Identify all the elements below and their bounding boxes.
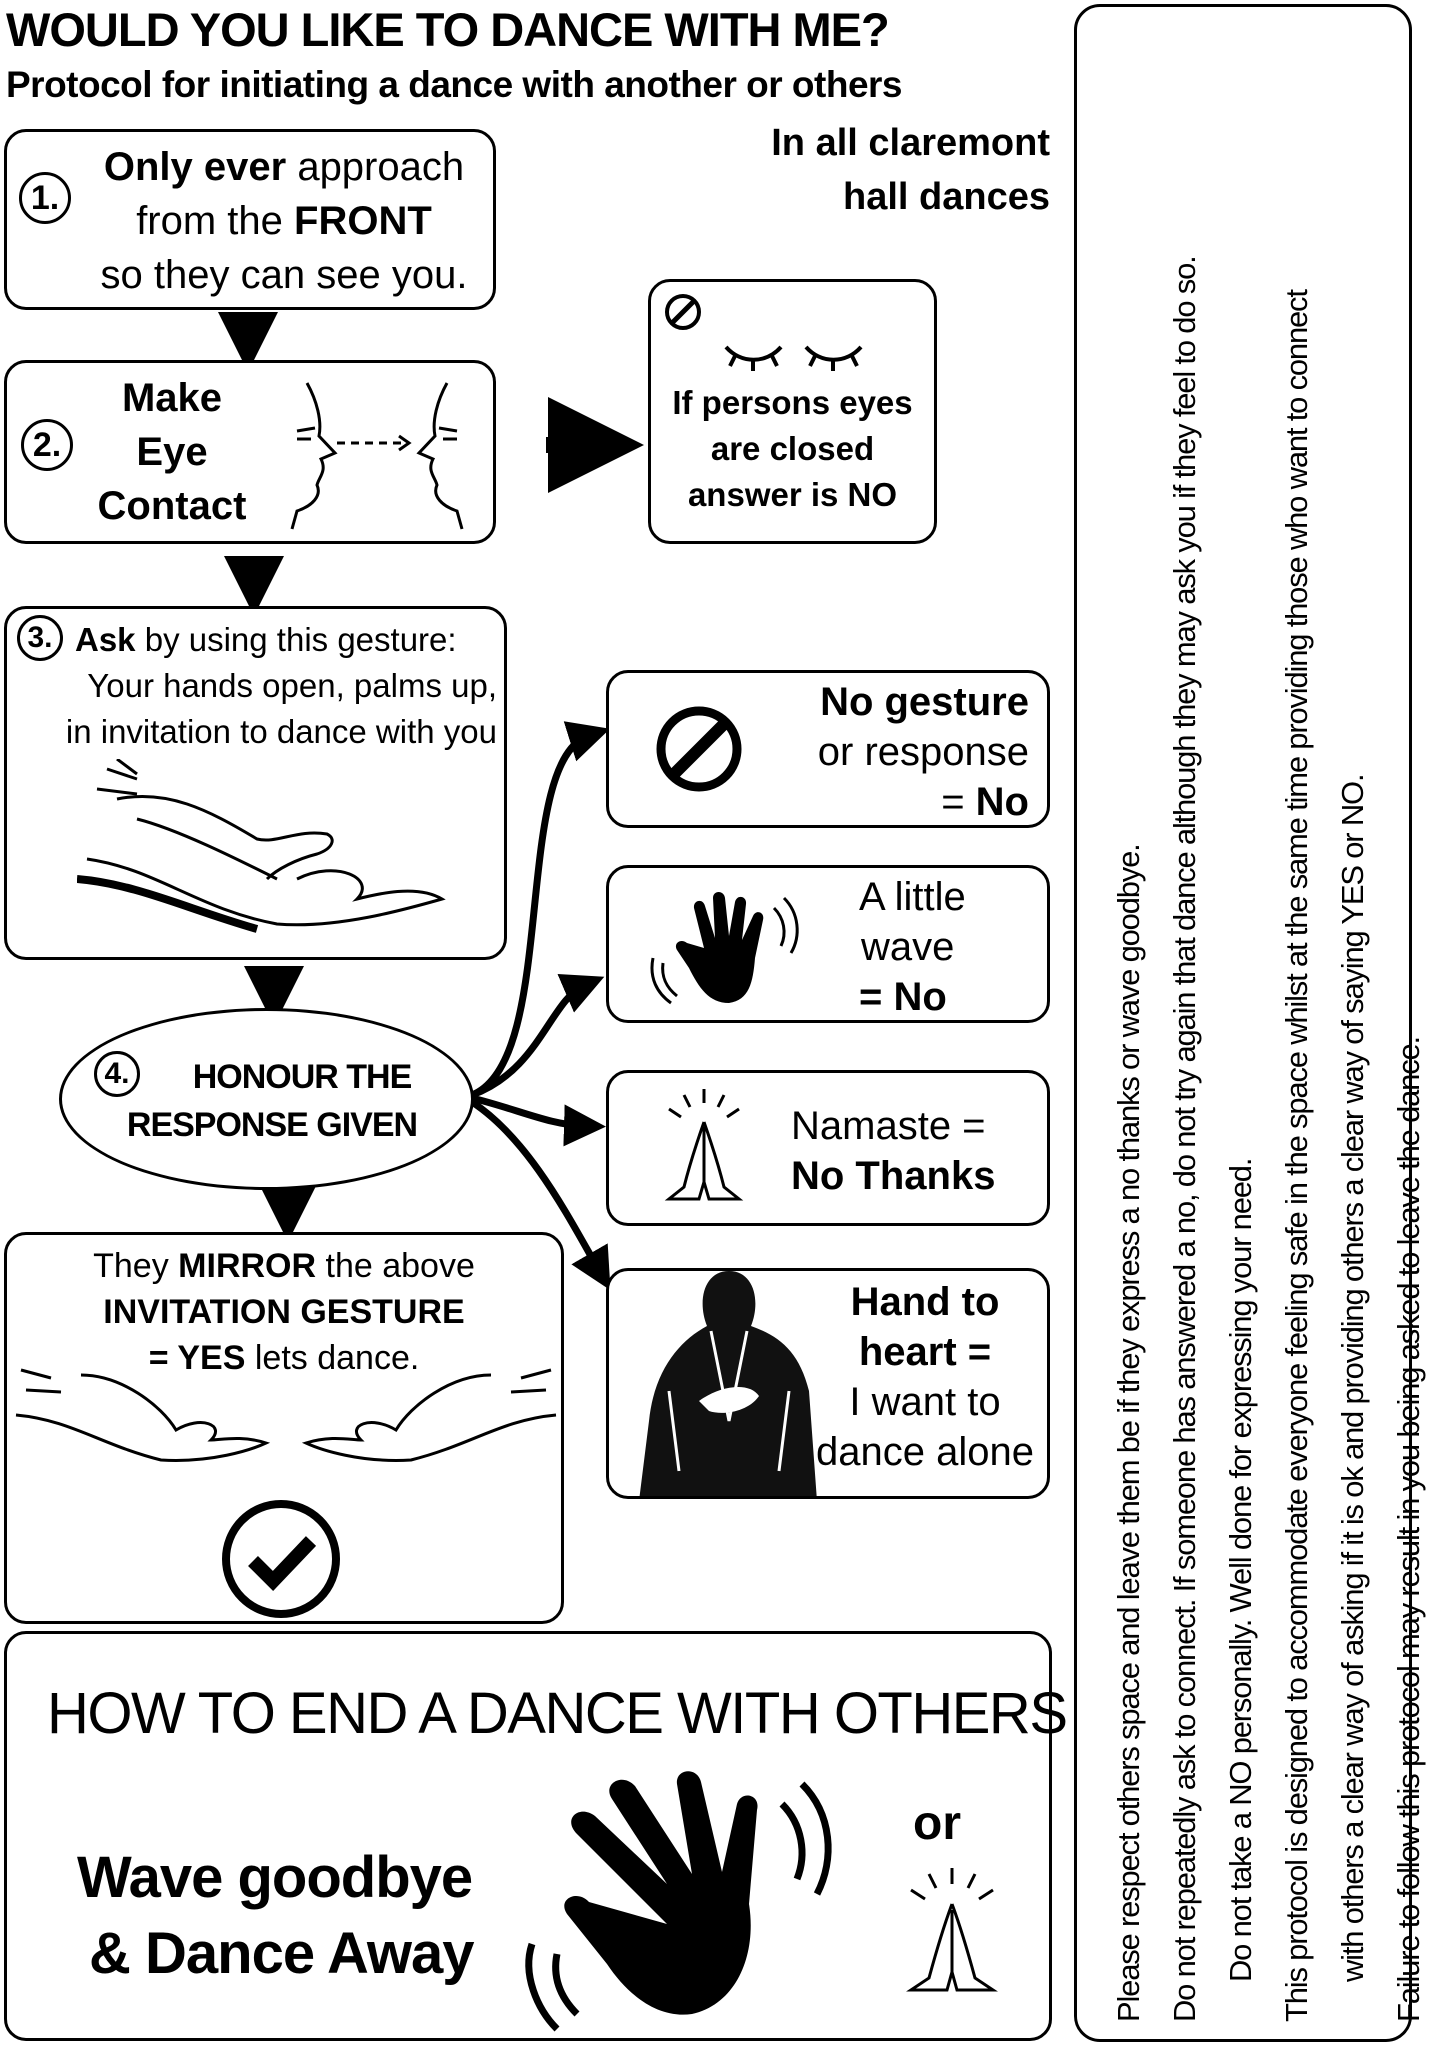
- ending-instruction: Wave goodbye & Dance Away: [77, 1840, 475, 1992]
- waving-hand-icon: [650, 892, 799, 1005]
- text: dance alone: [816, 1430, 1034, 1474]
- text: or response: [817, 730, 1029, 774]
- rule-line: with others a clear way of asking if it …: [1335, 774, 1370, 1982]
- step-3-text: Ask by using this gesture: Your hands op…: [11, 617, 503, 755]
- text-bold: FRONT: [294, 199, 432, 243]
- rule-line: Do not take a NO personally. Well done f…: [1223, 1158, 1258, 1982]
- mirror-yes-box: They MIRROR the above INVITATION GESTURE…: [4, 1232, 564, 1624]
- step-4-text: HONOUR THE RESPONSE GIVEN: [102, 1053, 442, 1149]
- namaste-text: Namaste = No Thanks: [791, 1101, 995, 1201]
- branch-arrow-wave: [470, 974, 605, 1099]
- text: from the: [136, 199, 295, 243]
- venue-line: hall dances: [843, 176, 1050, 218]
- no-gesture-text: No gesture or response = No: [818, 677, 1029, 827]
- step-2-text: Make Eye Contact: [87, 371, 257, 533]
- text-bold: No: [975, 780, 1029, 824]
- step-number: 1.: [19, 172, 71, 224]
- text: I want to: [849, 1380, 1001, 1424]
- branch-arrow-no-gesture: [470, 721, 611, 1099]
- prohibited-icon: [656, 706, 742, 792]
- step-1-box: 1. Only ever approach from the FRONT so …: [4, 129, 496, 310]
- text: wave: [861, 925, 955, 969]
- step-1-text: Only ever approach from the FRONT so the…: [79, 140, 489, 302]
- text: HONOUR THE: [192, 1058, 413, 1096]
- response-namaste-box: Namaste = No Thanks: [606, 1070, 1050, 1226]
- text: by using this gesture:: [135, 621, 457, 658]
- text: so they can see you.: [100, 253, 468, 297]
- eyes-closed-text: If persons eyes are closed answer is NO: [651, 380, 934, 518]
- mirror-text: They MIRROR the above INVITATION GESTURE…: [7, 1243, 561, 1381]
- namaste-hands-icon: [664, 1089, 744, 1201]
- rules-panel: Please respect others space and leave th…: [1074, 4, 1426, 2042]
- venue-line: In all claremont: [771, 122, 1050, 164]
- eye-contact-faces-icon: [290, 382, 464, 530]
- text-bold: Ask: [75, 621, 136, 658]
- step-4-ellipse: 4. HONOUR THE RESPONSE GIVEN: [59, 1008, 474, 1190]
- text: & Dance Away: [89, 1921, 475, 1986]
- step-number: 2.: [21, 419, 73, 471]
- text-bold: = No: [859, 975, 947, 1019]
- rule-line: Failure to follow this protocol may resu…: [1391, 1037, 1426, 2022]
- response-hand-heart-box: Hand to heart = I want to dance alone: [606, 1268, 1050, 1499]
- waving-hand-icon: [525, 1771, 832, 2032]
- ending-box: HOW TO END A DANCE WITH OTHERS Wave good…: [4, 1631, 1068, 2041]
- text: Wave goodbye: [77, 1845, 473, 1910]
- text: =: [941, 780, 976, 824]
- prohibited-icon: [665, 294, 701, 330]
- text-bold: = YES: [148, 1339, 246, 1377]
- text: approach: [286, 145, 465, 189]
- rule-line: Do not repeatedly ask to connect. If som…: [1167, 256, 1202, 2022]
- text-bold: Only ever: [103, 145, 287, 189]
- step-number: 4.: [94, 1051, 140, 1097]
- page-title: WOULD YOU LIKE TO DANCE WITH ME?: [6, 3, 890, 56]
- branch-arrow-heart: [470, 1099, 611, 1291]
- text: RESPONSE GIVEN: [126, 1106, 418, 1144]
- or-label: or: [913, 1797, 961, 1850]
- checkmark-circle-icon: [222, 1500, 340, 1618]
- step-3-box: 3. Ask by using this gesture: Your hands…: [4, 606, 507, 960]
- text: They: [93, 1247, 179, 1285]
- mirrored-hands-icon: [15, 1368, 557, 1462]
- text-bold: No Thanks: [791, 1154, 996, 1198]
- closed-eyes-icon: [724, 345, 863, 371]
- step-number: 3.: [17, 615, 63, 661]
- text: If persons eyes: [672, 384, 913, 421]
- hand-heart-text: Hand to heart = I want to dance alone: [805, 1277, 1045, 1477]
- text: Your hands open, palms up,: [87, 667, 497, 704]
- text: lets dance.: [245, 1339, 420, 1377]
- wave-text: A little wave = No: [859, 872, 966, 1022]
- text: the above: [316, 1247, 475, 1285]
- text: answer is NO: [687, 476, 898, 513]
- open-hand-gesture-icon: [77, 759, 446, 933]
- rule-line: Please respect others space and leave th…: [1111, 844, 1146, 2022]
- response-wave-box: A little wave = No: [606, 865, 1050, 1023]
- eyes-closed-box: If persons eyes are closed answer is NO: [648, 279, 937, 544]
- text: Contact: [97, 484, 247, 528]
- step-2-box: 2. Make Eye Contact: [4, 360, 496, 544]
- rule-line: This protocol is designed to accommodate…: [1279, 290, 1314, 2022]
- branch-arrow-namaste: [471, 1094, 606, 1147]
- text-bold: heart =: [858, 1330, 992, 1374]
- text-bold: No gesture: [820, 680, 1029, 724]
- text: Eye: [136, 430, 208, 474]
- response-no-gesture-box: No gesture or response = No: [606, 670, 1050, 828]
- text: Namaste =: [791, 1104, 986, 1148]
- text: in invitation to dance with you: [65, 713, 497, 750]
- text: A little: [859, 875, 966, 919]
- ending-title: HOW TO END A DANCE WITH OTHERS: [47, 1681, 1068, 1746]
- person-hand-on-heart-image: [639, 1271, 817, 1496]
- text-bold: MIRROR: [178, 1247, 317, 1285]
- rules-text: Please respect others space and leave th…: [1101, 32, 1437, 2022]
- text-bold: Hand to: [850, 1280, 1000, 1324]
- text-bold: INVITATION GESTURE: [103, 1293, 465, 1331]
- namaste-hands-icon: [906, 1868, 998, 1992]
- text: Make: [121, 376, 223, 420]
- page-subtitle: Protocol for initiating a dance with ano…: [6, 64, 903, 105]
- text: are closed: [710, 430, 875, 467]
- venue-note: In all claremont hall dances: [771, 116, 1050, 224]
